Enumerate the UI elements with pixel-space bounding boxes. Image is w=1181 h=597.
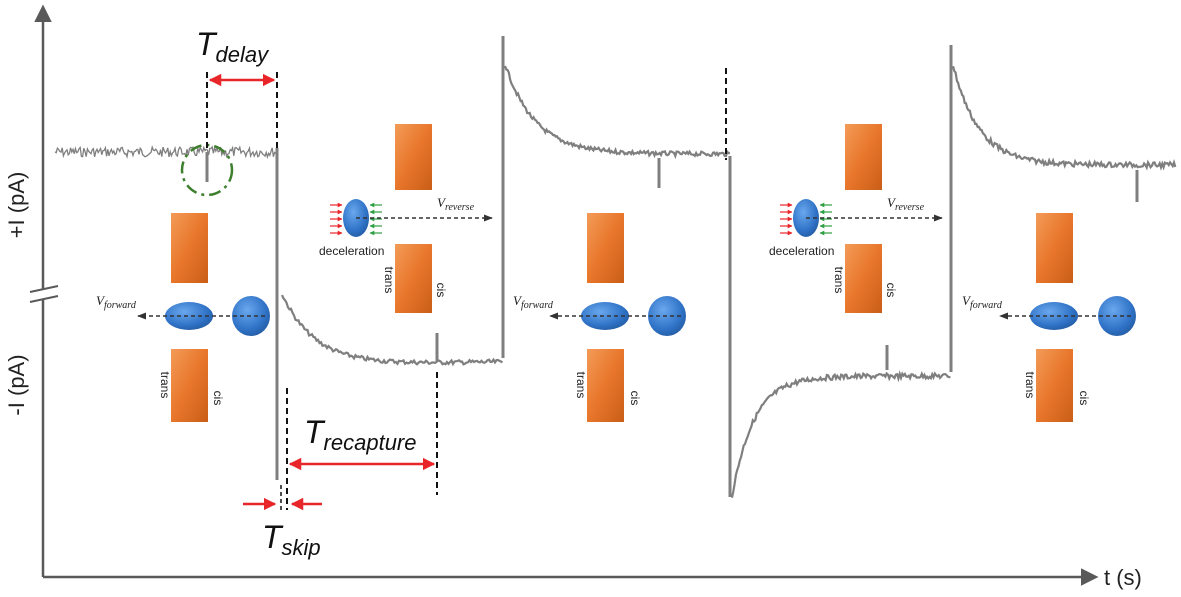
deceleration-label: deceleration [769, 244, 834, 258]
trans-label: trans [574, 372, 588, 399]
pore-wall-top [1036, 213, 1073, 283]
trans-label: trans [158, 372, 172, 399]
y-axis-positive-label: +I (pA) [4, 172, 29, 239]
pore-wall-top [845, 124, 882, 190]
t-delay-annotation: Tdelay [196, 26, 278, 152]
cis-label: cis [884, 283, 898, 298]
t-skip-annotation: Tskip [243, 485, 322, 560]
pore-wall-bottom [171, 349, 208, 422]
open-pore-baseline [54, 145, 278, 160]
deceleration-force-arrows [330, 202, 382, 236]
axis-break-icon [29, 285, 59, 303]
pore-wall-top [395, 124, 432, 190]
forward-decay-trace-1 [503, 65, 730, 160]
cis-label: cis [628, 391, 642, 406]
trans-label: trans [382, 267, 396, 294]
trans-label: trans [832, 267, 846, 294]
reverse-capture-trace-2 [730, 370, 951, 498]
reverse-schematic-1: Vreverse deceleration trans cis [319, 124, 493, 313]
pore-wall-bottom [1036, 349, 1073, 422]
t-recapture-label: Trecapture [304, 414, 417, 455]
pore-wall-top [587, 213, 624, 283]
reverse-schematic-2: Vreverse deceleration trans cis [769, 124, 943, 313]
t-recapture-annotation: Trecapture [286, 372, 438, 510]
t-skip-label: Tskip [262, 519, 321, 560]
pore-wall-bottom [395, 244, 432, 313]
t-delay-label: Tdelay [196, 26, 270, 67]
axes: +I (pA) -I (pA) t (s) [4, 4, 1142, 590]
trans-label: trans [1023, 372, 1037, 399]
forward-schematic-3: Vforward trans cis [962, 213, 1136, 422]
v-forward-label: Vforward [962, 293, 1003, 311]
forward-schematic-1: Vforward trans cis [96, 213, 270, 422]
cis-label: cis [434, 283, 448, 298]
pore-wall-bottom [845, 244, 882, 313]
molecule-in-pore-icon [581, 302, 629, 330]
reverse-capture-trace-1 [280, 294, 504, 367]
forward-decay-trace-2 [951, 65, 1177, 171]
v-forward-label: Vforward [513, 293, 554, 311]
deceleration-force-arrows [780, 202, 832, 236]
cis-label: cis [211, 391, 225, 406]
deceleration-label: deceleration [319, 244, 384, 258]
y-axis-negative-label: -I (pA) [4, 354, 29, 415]
forward-schematic-2: Vforward trans cis [513, 213, 686, 422]
molecule-in-pore-icon [165, 302, 213, 330]
current-trace [54, 36, 1177, 498]
pore-wall-bottom [587, 349, 624, 422]
x-axis-label: t (s) [1104, 565, 1142, 590]
v-reverse-label: Vreverse [437, 195, 475, 213]
cis-label: cis [1077, 391, 1091, 406]
v-forward-label: Vforward [96, 293, 137, 311]
pore-wall-top [171, 213, 208, 283]
v-reverse-label: Vreverse [887, 195, 925, 213]
